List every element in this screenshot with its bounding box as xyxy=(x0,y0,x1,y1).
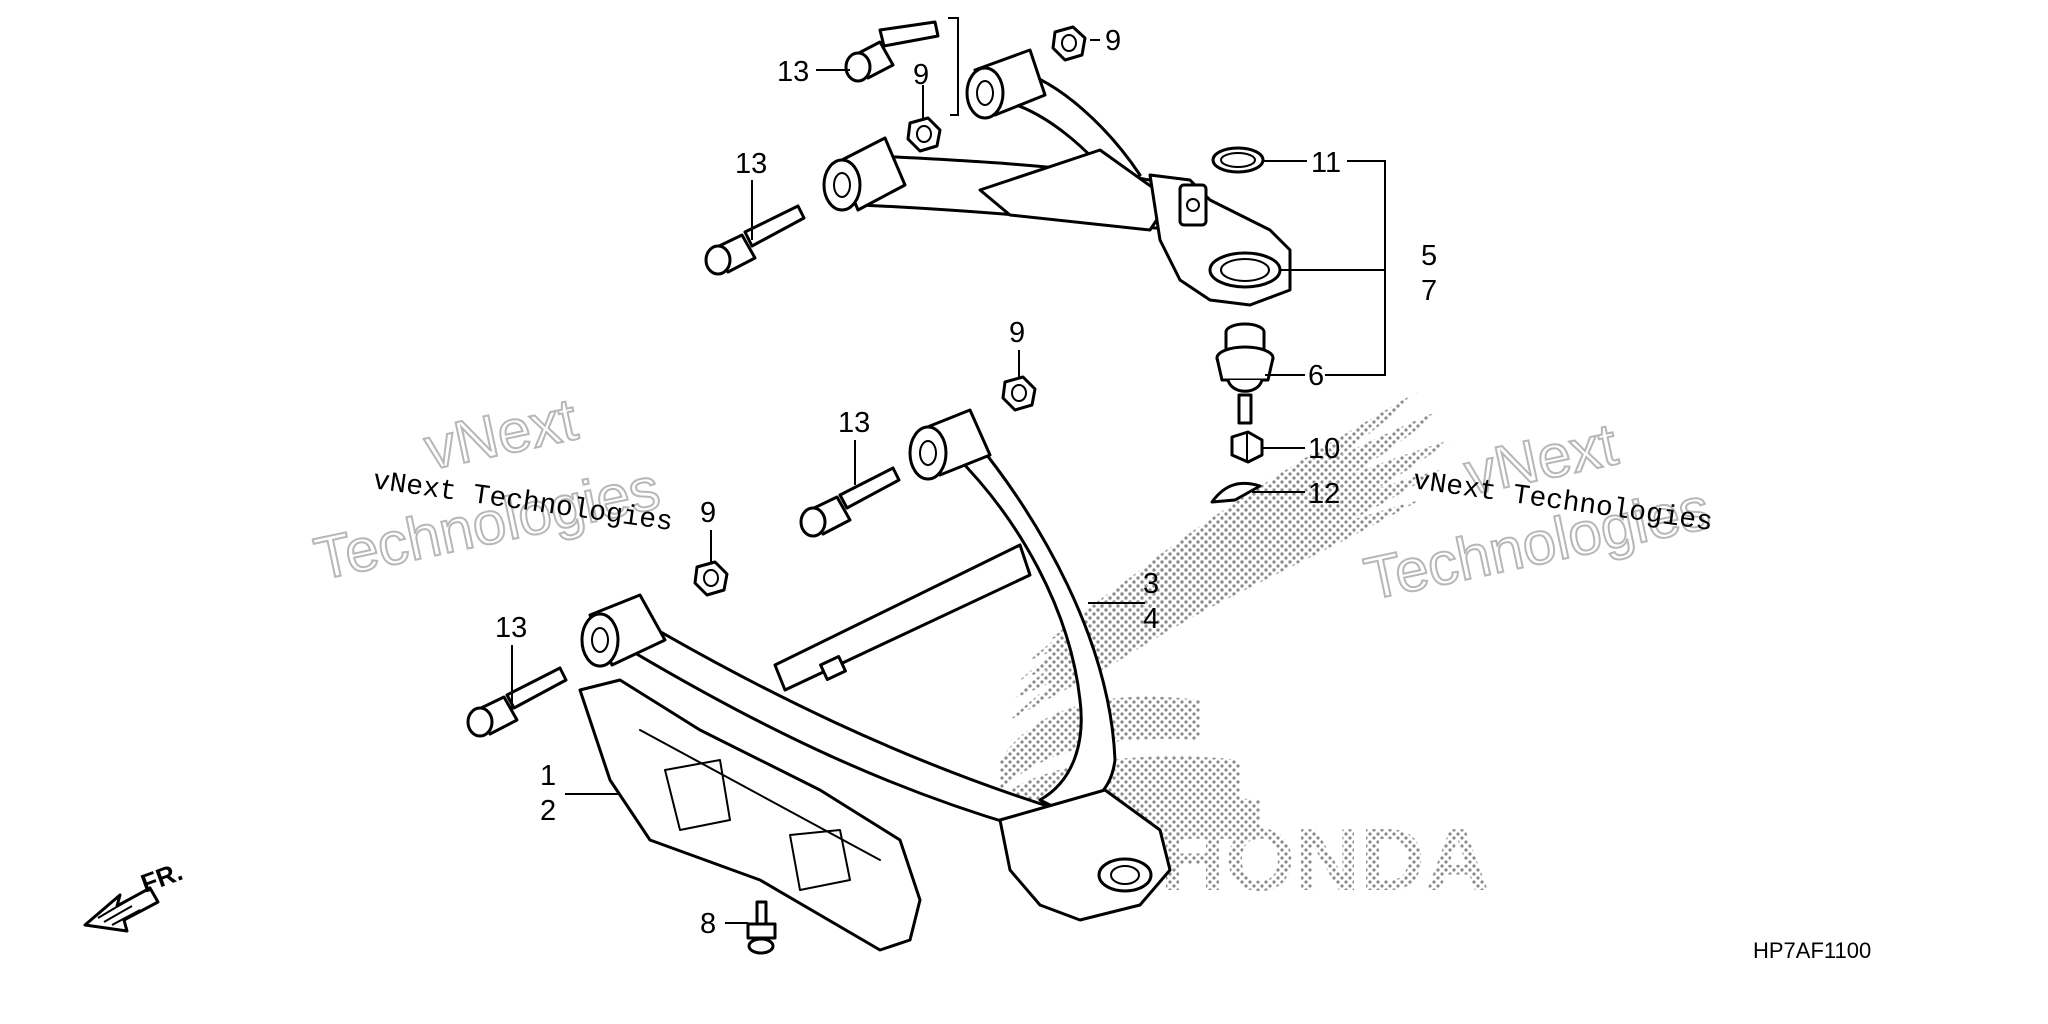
nut-9-upper-mid xyxy=(906,116,942,153)
castle-nut-10 xyxy=(1230,430,1264,464)
cotter-pin-12 xyxy=(1210,481,1262,504)
callout-13: 13 xyxy=(838,407,870,439)
diagram-code: HP7AF1100 xyxy=(1753,938,1871,963)
watermark-line1: vNext xyxy=(419,385,583,482)
callout-9: 9 xyxy=(913,59,929,91)
callout-9: 9 xyxy=(1009,317,1025,349)
callout-9: 9 xyxy=(1105,25,1121,57)
callout-3: 3 xyxy=(1143,568,1159,600)
callout-10: 10 xyxy=(1308,433,1340,465)
ball-joint-6 xyxy=(1215,322,1275,425)
watermark-left: vNext Technologies vNext Technologies xyxy=(308,384,675,593)
callout-13: 13 xyxy=(495,612,527,644)
nut-9-top-right xyxy=(1051,25,1087,62)
nut-9-lower-front xyxy=(693,560,729,597)
callout-5: 5 xyxy=(1421,240,1437,272)
callout-8: 8 xyxy=(700,908,716,940)
upper-arm xyxy=(822,48,1292,307)
bolt-8 xyxy=(746,900,777,955)
front-direction-label: FR. xyxy=(137,856,187,899)
watermark-right: vNext Technologies vNext Technologies xyxy=(1358,409,1717,613)
honda-logo-text: HONDA xyxy=(1160,810,1490,909)
nut-9-lower-rear xyxy=(1001,375,1037,412)
callout-12: 12 xyxy=(1308,478,1340,510)
callout-2: 2 xyxy=(540,795,556,827)
callout-4: 4 xyxy=(1143,603,1159,635)
bolt-13-lower-front xyxy=(466,666,568,738)
callout-7: 7 xyxy=(1421,275,1437,307)
arm-guard xyxy=(578,678,922,952)
callout-9: 9 xyxy=(700,497,716,529)
circlip-11 xyxy=(1211,146,1265,174)
callout-13: 13 xyxy=(735,148,767,180)
bolt-13-upper-rear xyxy=(844,20,940,83)
callout-6: 6 xyxy=(1308,360,1324,392)
callouts: 13 9 9 13 11 5 7 6 9 10 12 13 9 3 4 13 1… xyxy=(495,25,1437,940)
callout-13: 13 xyxy=(777,56,809,88)
bolt-13-lower-rear xyxy=(799,466,901,538)
front-direction-arrow xyxy=(83,886,160,933)
callout-1: 1 xyxy=(540,760,556,792)
callout-11: 11 xyxy=(1311,147,1341,179)
leader-lines xyxy=(511,17,1386,924)
bolt-13-upper-front xyxy=(704,204,806,276)
lower-arm xyxy=(580,408,1172,922)
